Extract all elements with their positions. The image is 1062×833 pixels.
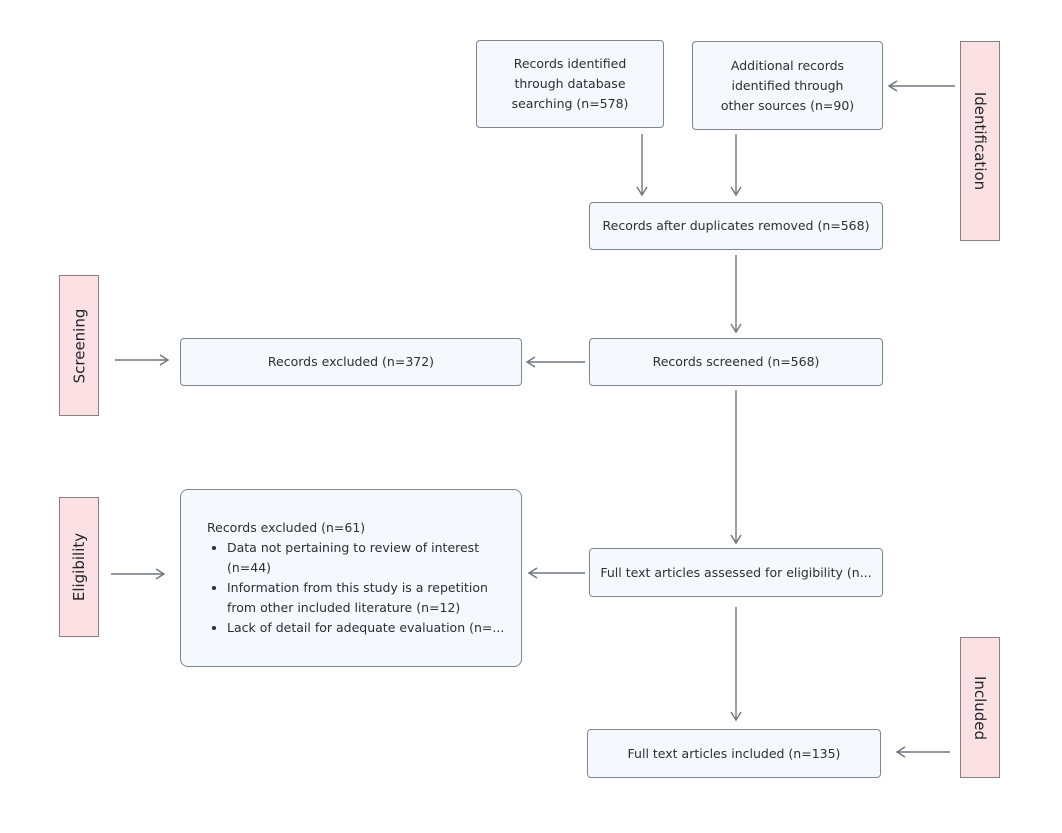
- arrowhead: [730, 534, 742, 545]
- screened-box: Records screened (n=568): [589, 338, 883, 386]
- exclusion-reason: Information from this study is a repetit…: [227, 578, 504, 618]
- full-text-assessed-text: Full text articles assessed for eligibil…: [600, 564, 872, 580]
- exclusions-heading: Records excluded (n=61): [207, 520, 366, 535]
- stage-eligibility-label: Eligibility: [70, 532, 89, 602]
- included-text: Full text articles included (n=135): [627, 745, 841, 761]
- arrowhead: [730, 186, 742, 197]
- screened-text: Records screened (n=568): [652, 354, 820, 369]
- stage-identification: Identification: [960, 41, 1000, 241]
- full-text-assessed-box: Full text articles assessed for eligibil…: [589, 548, 883, 597]
- arrowhead: [155, 568, 166, 580]
- stage-identification-label: Identification: [971, 91, 990, 191]
- included-box: Full text articles included (n=135): [587, 729, 881, 778]
- database-search-box: Records identified through database sear…: [476, 40, 664, 128]
- arrowhead: [636, 186, 648, 197]
- arrowhead: [527, 567, 538, 579]
- stage-included: Included: [960, 637, 1000, 778]
- excluded-screening-box: Records excluded (n=372): [180, 338, 522, 386]
- stage-included-label: Included: [971, 675, 989, 740]
- other-sources-text: Additional records identified through ot…: [720, 57, 855, 113]
- exclusion-reasons-list: Data not pertaining to review of interes…: [207, 538, 504, 638]
- arrowhead: [730, 323, 742, 334]
- arrowhead: [887, 80, 898, 92]
- exclusion-reason: Lack of detail for adequate evaluation (…: [227, 618, 504, 638]
- stage-screening: Screening: [59, 275, 99, 416]
- arrowhead: [525, 356, 536, 368]
- after-duplicates-text: Records after duplicates removed (n=568): [602, 218, 870, 233]
- arrowhead: [730, 711, 742, 722]
- stage-eligibility: Eligibility: [59, 497, 99, 637]
- after-duplicates-box: Records after duplicates removed (n=568): [589, 202, 883, 250]
- database-search-text: Records identified through database sear…: [511, 56, 629, 111]
- excluded-screening-text: Records excluded (n=372): [267, 354, 435, 369]
- exclusions-box: Records excluded (n=61) Data not pertain…: [180, 489, 522, 667]
- exclusions-content: Records excluded (n=61) Data not pertain…: [207, 518, 504, 638]
- exclusion-reason: Data not pertaining to review of interes…: [227, 538, 504, 578]
- arrowhead: [895, 746, 906, 758]
- other-sources-box: Additional records identified through ot…: [692, 41, 883, 130]
- stage-screening-label: Screening: [70, 308, 89, 383]
- arrowhead: [159, 354, 170, 366]
